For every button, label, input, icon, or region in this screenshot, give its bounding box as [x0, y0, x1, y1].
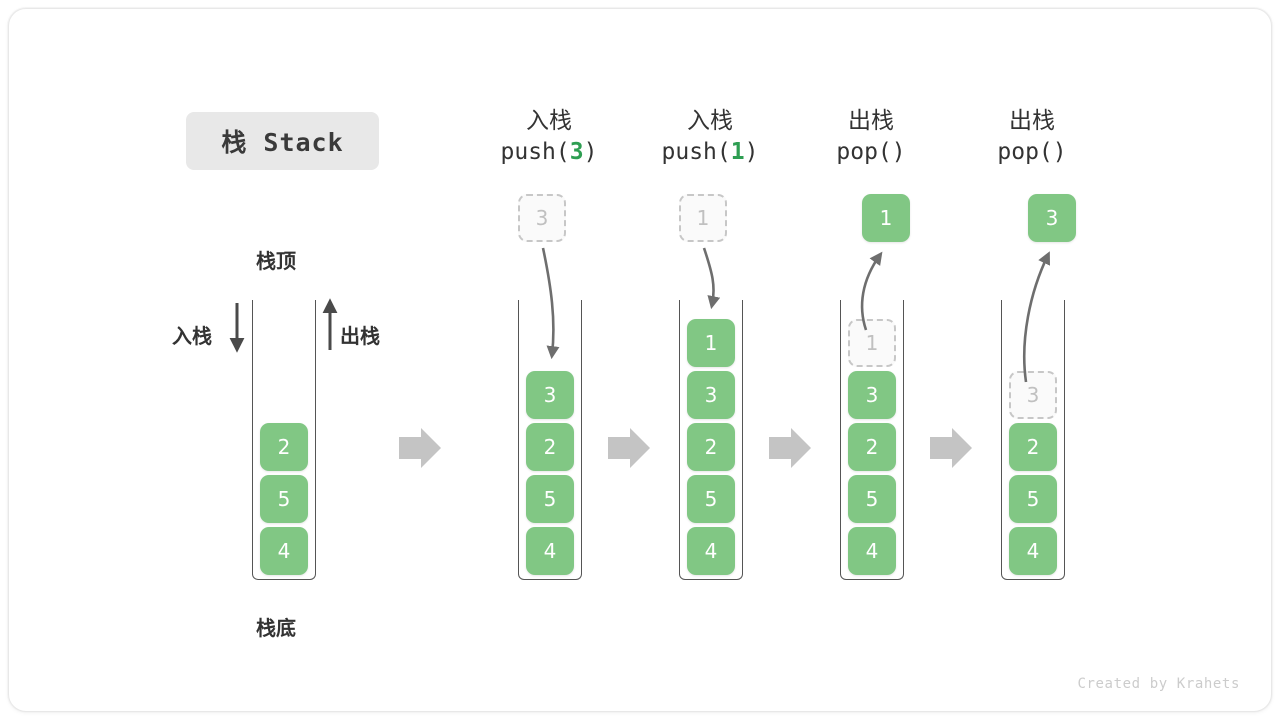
stack-cell: 2: [848, 423, 896, 471]
stack-cell: 5: [1009, 475, 1057, 523]
stack-cell: 2: [260, 423, 308, 471]
stack-cell: 4: [687, 527, 735, 575]
floating-cell-push-1: 1: [679, 194, 727, 242]
vacated-cell: 1: [848, 319, 896, 367]
code-suffix: ): [744, 139, 759, 165]
vacated-cell: 3: [1009, 371, 1057, 419]
stack-top-label: 栈顶: [256, 249, 296, 273]
stack-cell: 4: [260, 527, 308, 575]
code-prefix: pop(: [836, 139, 892, 165]
column-header-push-1: 入栈 push(1): [610, 106, 810, 168]
stack-cell: 2: [1009, 423, 1057, 471]
code-suffix: ): [891, 139, 906, 165]
header-label-code: pop(): [771, 136, 971, 168]
floating-cell-push-3: 3: [518, 194, 566, 242]
floating-cell-pop-1: 1: [862, 194, 910, 242]
column-header-push-3: 入栈 push(3): [449, 106, 649, 168]
stack-cell: 3: [687, 371, 735, 419]
header-label-cn: 入栈: [687, 108, 733, 134]
stack-cell: 3: [848, 371, 896, 419]
diagram-title: 栈 Stack: [186, 112, 379, 170]
code-prefix: push(: [661, 139, 731, 165]
column-header-pop-3: 出栈 pop(): [932, 106, 1132, 168]
header-label-code: push(3): [449, 136, 649, 168]
stack-cell: 4: [526, 527, 574, 575]
stack-cell: 5: [260, 475, 308, 523]
stack-cell: 2: [526, 423, 574, 471]
stack-cell: 5: [526, 475, 574, 523]
header-label-code: pop(): [932, 136, 1132, 168]
header-label-cn: 入栈: [526, 108, 572, 134]
stack-cell: 5: [687, 475, 735, 523]
credit-text: Created by Krahets: [1077, 676, 1240, 692]
stack-cell: 4: [1009, 527, 1057, 575]
stack-cell: 1: [687, 319, 735, 367]
stack-cell: 4: [848, 527, 896, 575]
header-label-cn: 出栈: [1009, 108, 1055, 134]
code-arg: 3: [569, 139, 584, 165]
code-prefix: pop(: [997, 139, 1053, 165]
stack-cell: 2: [687, 423, 735, 471]
code-suffix: ): [583, 139, 598, 165]
code-prefix: push(: [500, 139, 570, 165]
floating-cell-pop-3: 3: [1028, 194, 1076, 242]
header-label-cn: 出栈: [848, 108, 894, 134]
header-label-code: push(1): [610, 136, 810, 168]
stack-cell: 5: [848, 475, 896, 523]
push-direction-label: 入栈: [172, 324, 212, 348]
code-arg: 1: [730, 139, 745, 165]
stack-cell: 3: [526, 371, 574, 419]
code-suffix: ): [1052, 139, 1067, 165]
pop-direction-label: 出栈: [340, 324, 380, 348]
column-header-pop-1: 出栈 pop(): [771, 106, 971, 168]
stack-bottom-label: 栈底: [256, 616, 296, 640]
